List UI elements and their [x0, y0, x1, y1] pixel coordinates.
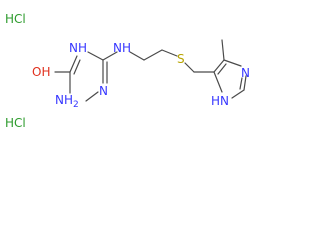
bond-c-nh-double: [73, 59, 81, 75]
hydroxyl-label: OH: [32, 65, 50, 79]
ring-bond-c2-n1: [231, 89, 245, 99]
bonds: [54, 39, 247, 102]
bond-n-methyl: [85, 91, 99, 102]
bond-cguan-nh: [102, 51, 118, 61]
bond-ch2-ch2: [143, 49, 163, 61]
ring-nh-label: HN: [211, 94, 229, 108]
amine-subscript: 2: [73, 100, 79, 110]
ring-bond-c5-c4-double: [217, 63, 227, 75]
ring-bond-n3-c2-double: [239, 77, 243, 90]
bond-ch2-s: [161, 49, 178, 57]
bond-nh-ch2: [129, 51, 145, 61]
ring-bond-c5-c4: [213, 59, 225, 73]
urea-nh-label: NH: [69, 41, 87, 55]
ring-n-label: N: [241, 66, 250, 80]
ring-bond-n3-c2: [243, 75, 247, 91]
bond-c-nh: [69, 55, 78, 73]
bond-s-ch2: [184, 62, 195, 73]
amine-label: NH2: [55, 93, 79, 110]
structure-diagram: HCl HCl OH NH2 NH NH N S N HN: [0, 0, 272, 141]
hcl-label-top: HCl: [5, 12, 26, 26]
hcl-label-bottom: HCl: [5, 116, 26, 130]
bond-ring-methyl: [221, 39, 225, 61]
ring-bond-n1-c5: [213, 71, 223, 93]
bond-nh-cguan: [87, 51, 104, 61]
molecule-drawing: HCl HCl OH NH2 NH NH N S N HN: [5, 12, 250, 130]
ring-bond-c4-n3: [223, 59, 242, 67]
sulfur-label: S: [177, 52, 185, 66]
guanidine-nh-label: NH: [113, 41, 131, 55]
imine-n-label: N: [99, 84, 108, 98]
